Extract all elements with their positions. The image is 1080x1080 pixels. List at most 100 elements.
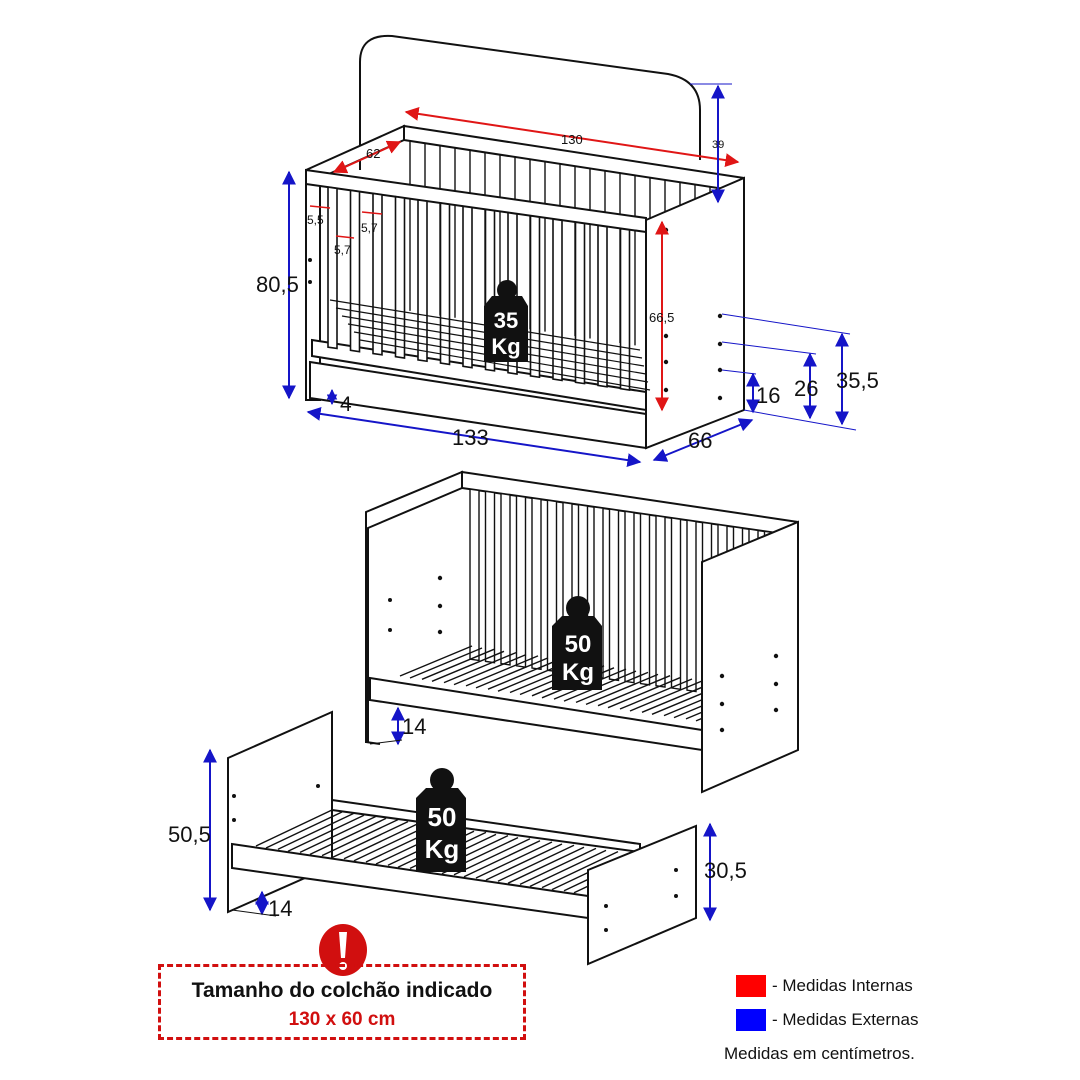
jr-back-slat [531,497,542,671]
legend-internal-label: - Medidas Internas [772,976,913,995]
jr-back-slat [686,519,697,693]
dim-label-66: 66 [688,428,712,453]
weight-icon-50-junior: 50 Kg [552,596,602,690]
bed-platform-slat [475,841,553,879]
jr-panel-holes [388,575,779,733]
bed-platform-slat-edge [463,840,541,878]
jr-platform-slat-edge [585,673,659,706]
jr-back-slat [655,514,666,688]
bed-platform-slat-edge [309,817,387,856]
front-slat [619,227,631,391]
dim-label-66-5: 66,5 [649,310,674,325]
front-slat [552,218,563,382]
jr-back-slat [608,508,620,682]
bed-platform-slat [453,838,531,876]
bed-platform-slat [541,850,619,889]
front-slat [597,224,608,388]
jr-platform-slat [575,671,649,704]
bed-dim-label-50-5: 50,5 [168,822,211,847]
dim-line-133 [306,406,642,468]
bed-platform-slat [255,809,333,847]
dim-label-16: 16 [756,383,780,408]
dim-label-5-5: 5,5 [307,213,324,227]
jr-platform-slat-edge [431,650,505,682]
bed-platform-slat [299,815,377,854]
mattress-notice-title: Tamanho do colchão indicado [191,979,493,1002]
bed-platform-slat-edge [331,820,409,859]
bed-platform-slat [497,844,575,882]
jr-right-panel [701,520,799,794]
weight-35-number: 35 [494,308,518,333]
legend-external-swatch [736,1009,766,1031]
weight-icon-50-daybed: 50 Kg [416,768,466,872]
crib-dimensions: 130 62 39 5,5 5,7 5,7 80,5 66,5 4 133 66… [256,83,879,468]
jr-platform-slat-edge [607,677,681,709]
front-slat [439,202,451,366]
bed-platform-slat-edge [265,811,343,849]
crib-drawing [305,34,745,450]
bed-platform-slat-edge [507,846,585,884]
front-slat [327,186,338,350]
jr-platform-slat [399,645,473,677]
dim-label-39: 39 [712,139,724,151]
weight-35-unit: Kg [491,334,520,359]
jr-platform-slat [597,675,671,707]
legend-internal: - Medidas Internas [736,974,913,998]
dim-line-62 [332,140,402,174]
dim-label-5-7a: 5,7 [361,221,378,235]
jr-platform-slat-edge [629,680,703,712]
bed-platform-slat-edge [529,849,607,888]
front-slat [417,198,428,363]
jr-back-slat [624,510,635,684]
dim-label-133: 133 [452,425,489,450]
front-slat [574,221,586,385]
weight-icon-35: 35 Kg [484,280,528,362]
junior-bed-dimensions: 14 [369,706,426,746]
jr-platform-slat-edge [409,647,483,679]
jr-dim-label-14: 14 [402,714,426,739]
dim-line-66 [652,418,754,462]
dim-label-130: 130 [561,132,583,147]
front-slat [462,205,473,369]
bed-dim-label-14: 14 [268,896,292,921]
front-slat [349,189,361,353]
bed-panel-holes [232,784,678,932]
jr-platform-slat [619,678,693,710]
bed-platform-slat [277,812,355,850]
dim-label-80-5: 80,5 [256,272,299,297]
front-slat [372,192,383,356]
dim-label-5-7b: 5,7 [334,243,351,257]
jr-platform-slat-edge [475,657,549,689]
mattress-notice-box: Tamanho do colchão indicado 130 x 60 cm [158,964,526,1040]
jr-back-slat [515,494,527,668]
daybed-drawing [227,710,697,966]
dim-label-35-5: 35,5 [836,368,879,393]
bed-dim-label-30-5: 30,5 [704,858,747,883]
jr-platform-slat [443,651,517,684]
legend-internal-swatch [736,975,766,997]
bed-foot-panel [587,824,697,966]
bed-platform-slat [321,818,399,857]
bed-platform-slat [519,847,597,886]
jr-platform-slat [465,655,539,687]
dim-label-26: 26 [794,376,818,401]
alert-icon [319,924,367,976]
legend-external-label: - Medidas Externas [772,1010,919,1029]
front-top-rail [305,168,647,234]
jr-back-slat [484,490,496,664]
headboard-arch [359,34,701,170]
bed-head-panel [227,710,333,914]
jr-platform-slat [487,658,561,690]
mattress-notice-size: 130 x 60 cm [288,1009,396,1030]
jr-back-slat [469,488,480,662]
bed-platform-slat-edge [485,843,563,881]
bed-platform-slat-edge [287,814,365,852]
jr-back-slat [670,517,682,691]
daybed-dimensions: 50,5 14 30,5 [168,748,747,922]
jr-weight-unit: Kg [562,659,594,686]
bed-weight-number: 50 [428,802,457,832]
front-slat [529,214,541,379]
jr-back-slat [639,512,651,686]
bed-weight-unit: Kg [425,834,460,864]
jr-platform-slat [421,648,495,680]
